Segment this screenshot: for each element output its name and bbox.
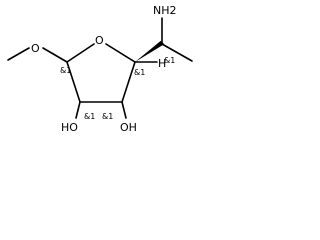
bond-c3-oh (121, 101, 127, 119)
wedge-bond-c4-c5 (135, 40, 165, 62)
bond-oring-c4 (105, 43, 136, 63)
bond-c5-methyl (161, 43, 193, 62)
stereo-label-c5: &1 (164, 56, 175, 65)
molecule-structure: NH2 O O H HO OH &1 &1 &1 &1 &1 (0, 0, 211, 148)
bond-c1-oring (66, 43, 95, 63)
label-oh: OH (120, 121, 137, 134)
stereo-label-c3: &1 (102, 112, 113, 121)
stereo-label-c1: &1 (60, 66, 71, 75)
atom-labels: NH2 O O H HO OH (31, 4, 177, 134)
label-nh2: NH2 (153, 4, 177, 17)
bond-c1-c2 (66, 61, 81, 103)
bonds (7, 17, 193, 119)
stereo-labels: &1 &1 &1 &1 &1 (60, 56, 175, 121)
bond-c2-oh (75, 101, 81, 119)
bond-methyl-o (7, 47, 30, 61)
stereo-label-c4: &1 (134, 68, 145, 77)
label-ho: HO (61, 121, 78, 134)
label-h: H (158, 57, 166, 70)
bond-c3-c4 (121, 61, 136, 103)
bond-o-c1 (42, 47, 68, 63)
label-ring-o: O (95, 34, 104, 47)
label-methoxy-o: O (31, 42, 40, 55)
stereo-label-c2: &1 (84, 112, 95, 121)
